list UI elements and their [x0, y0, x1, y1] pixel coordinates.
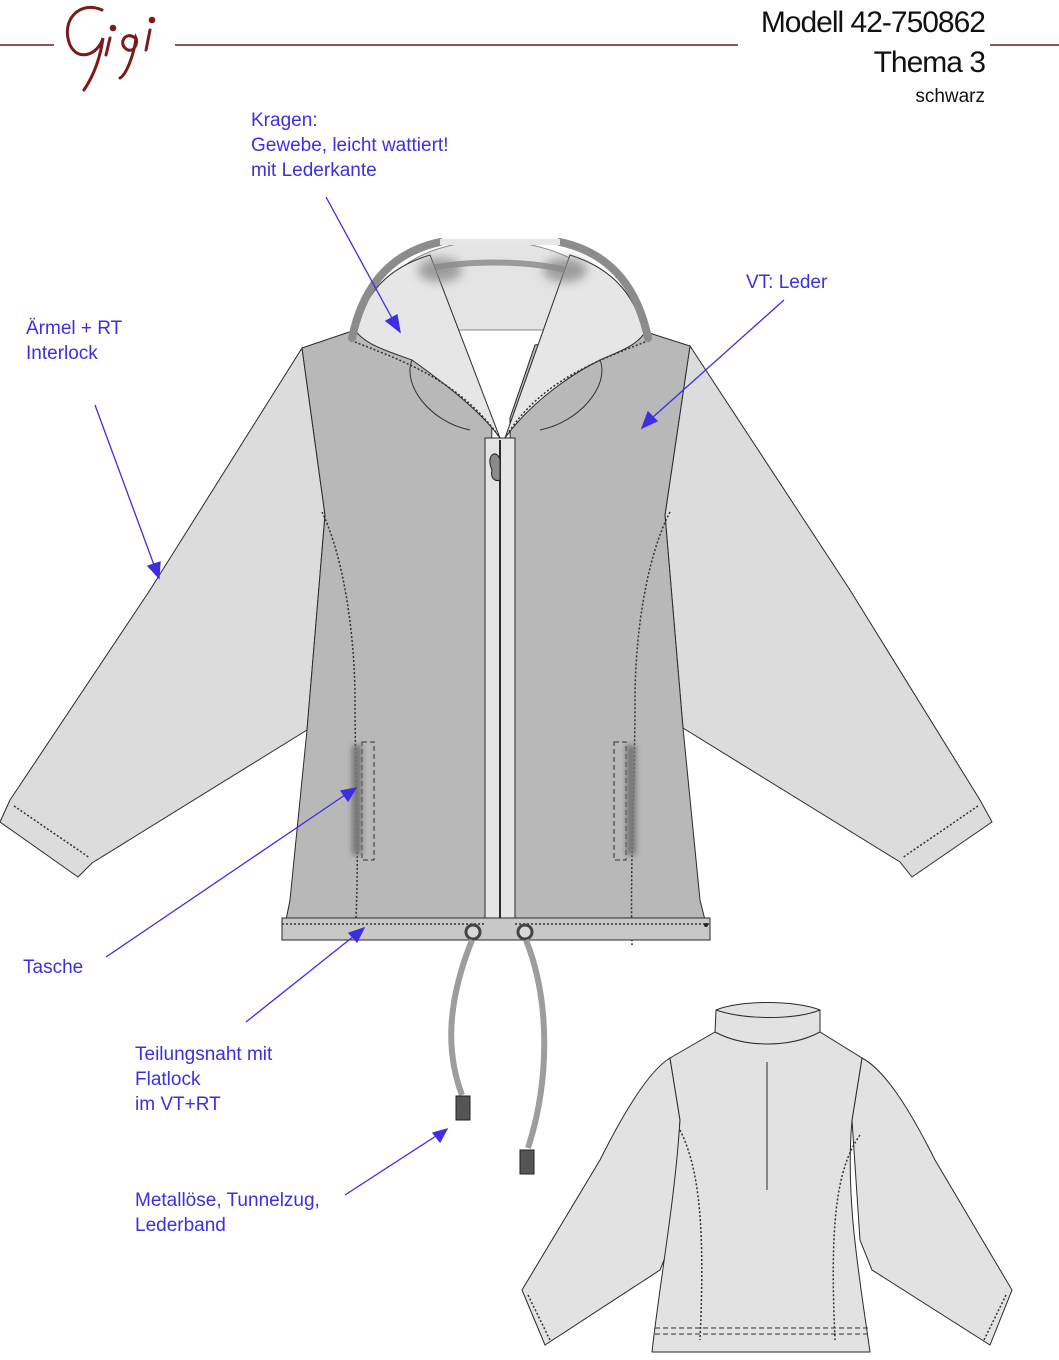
cord-end-right — [519, 1149, 535, 1175]
annotation-drawstring: Metallöse, Tunnelzug, Lederband — [135, 1190, 320, 1236]
model-number: Modell 42-750862 — [760, 6, 986, 39]
annotation-collar: Kragen: Gewebe, leicht wattiert! mit Led… — [251, 110, 449, 181]
back-body — [651, 1031, 871, 1353]
annotation-arrows — [94, 196, 785, 1196]
back-sleeve-left — [521, 1057, 681, 1346]
back-sleeve-right — [851, 1057, 1013, 1346]
drawstring-left — [448, 938, 475, 1097]
left-collar — [354, 254, 501, 439]
annotation-seam: Teilungsnaht mit Flatlock im VT+RT — [135, 1044, 273, 1115]
drawstring-right — [523, 938, 548, 1149]
left-eyelet — [464, 923, 482, 941]
theme-label: Thema 3 — [873, 46, 986, 79]
hem-band — [281, 917, 711, 941]
annotation-front-panel: VT: Leder — [746, 272, 828, 293]
right-sleeve — [664, 344, 993, 878]
jacket-back-view — [521, 1002, 1013, 1353]
left-sleeve — [0, 346, 326, 878]
annotation-sleeve: Ärmel + RT Interlock — [26, 318, 123, 364]
annotation-pocket: Tasche — [23, 957, 84, 978]
cord-end-left — [455, 1095, 471, 1121]
color-label: schwarz — [915, 86, 985, 107]
right-pocket — [613, 741, 627, 861]
gigi-logo — [65, 6, 156, 92]
right-eyelet — [516, 923, 534, 941]
back-collar-view — [714, 1002, 821, 1045]
jacket-front-view — [0, 238, 993, 1175]
